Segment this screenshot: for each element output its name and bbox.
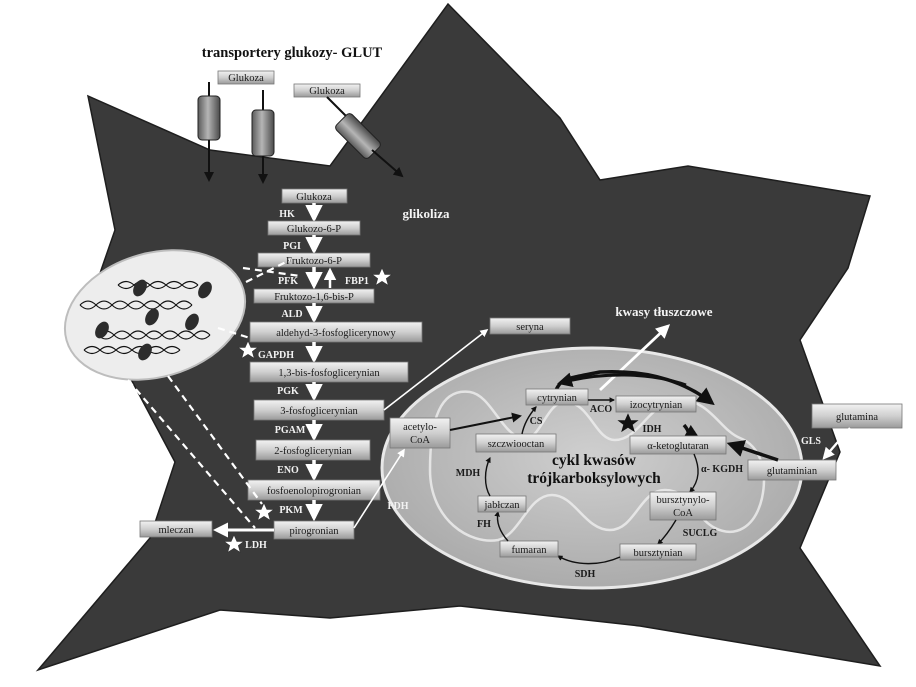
glutamine-pathway: glutamina GLS glutaminian [726,403,903,481]
histone-proteins [95,279,212,361]
bpg13-box [249,361,409,383]
enzyme-pgi: PGI [283,241,301,252]
f6p-label: Fruktozo-6-P [286,256,342,267]
enzyme-eno: ENO [277,465,299,476]
tca-title-line2: trójkarboksylowych [527,470,661,487]
glut-transporters: transportery glukozy- GLUT Glukoza Gluko… [197,45,404,184]
glut-channel-1 [197,95,221,141]
malate-box [477,495,527,513]
glukoza-out-2-label: Glukoza [309,86,345,97]
dna-strands [79,280,211,355]
enzyme-fh: FH [477,519,491,530]
glutamate-box [747,459,837,481]
nucleus-links [127,259,301,529]
isocitrate-label: izocytrynian [630,400,683,411]
glukoza-label: Glukoza [296,192,332,203]
star-gapdh [237,340,259,360]
acetyl-coa-label-2: CoA [410,435,430,446]
pep-label: fosfoenolopirogronian [267,486,362,497]
pg2-label: 2-fosfoglicerynian [274,446,352,457]
star-ldh [223,534,245,554]
citrate-box [525,388,589,406]
isocitrate-box [615,395,697,413]
enzyme-pdh: PDH [387,501,408,512]
enzyme-pgam: PGAM [275,425,306,436]
nucleus [63,249,247,381]
glut-channel-2 [251,109,275,157]
enzyme-cs: CS [530,416,543,427]
fumarate-label: fumaran [512,545,548,556]
glutamine-label: glutamina [836,412,878,423]
glut-title: transportery glukozy- GLUT [202,45,383,61]
oxaloacetate-box [475,433,557,453]
enzyme-ldh: LDH [245,540,267,551]
glutamine-box [811,403,903,429]
enzyme-ald: ALD [281,309,302,320]
acetyl-coa-label-1: acetylo- [403,422,437,433]
bpg13-label: 1,3-bis-fosfoglicerynian [278,368,380,379]
succinyl-coa-label-1: bursztynylo- [656,495,710,506]
fatty-acids-title: kwasy tłuszczowe [615,304,712,319]
star-idh [617,413,639,433]
star-fbp1 [371,267,393,287]
glukoza-out-1-box [217,70,275,85]
oxaloacetate-label: szczwiooctan [488,439,545,450]
acetyl-coa-box [389,417,451,449]
g3p-box [249,321,423,343]
enzyme-gls: GLS [801,436,821,447]
glukoza-out-1-label: Glukoza [228,73,264,84]
serine-box [489,317,571,335]
glutamate-label: glutaminian [767,466,818,477]
citrate-label: cytrynian [537,393,577,404]
glycolysis-title: glikoliza [403,206,450,221]
enzyme-hk: HK [279,209,295,220]
succinate-label: bursztynian [634,548,684,559]
lactate-box [139,520,213,538]
star-pkm [253,502,275,522]
enzyme-akgdh: α- KGDH [701,464,743,475]
enzyme-pfk: PFK [278,276,298,287]
enzyme-gapdh: GAPDH [258,350,294,361]
pyruvate-label: pirogronian [290,526,340,537]
lactate-label: mleczan [159,525,195,536]
akg-label: α-ketoglutaran [647,441,709,452]
enzyme-pkm: PKM [279,505,303,516]
akg-box [629,435,727,455]
succinyl-coa-box [649,491,717,521]
enzyme-sdh: SDH [575,569,596,580]
tca-title-line1: cykl kwasów [552,452,637,469]
serine-label: seryna [516,322,544,333]
f16bp-label: Fruktozo-1,6-bis-P [274,292,354,303]
enzyme-suclg: SUCLG [683,528,718,539]
enzyme-mdh: MDH [456,468,481,479]
succinate-box [619,543,697,561]
fumarate-box [499,540,559,558]
g3p-label: aldehyd-3-fosfoglicerynowy [276,328,396,339]
pg3-label: 3-fosfoglicerynian [280,406,358,417]
enzyme-pgk: PGK [277,386,299,397]
enzyme-fbp1: FBP1 [345,276,369,287]
enzyme-idh: IDH [643,424,662,435]
malate-label: jabłczan [484,500,521,511]
g6p-label: Glukozo-6-P [287,224,341,235]
succinyl-coa-label-2: CoA [673,508,693,519]
tca-cycle: cykl kwasów trójkarboksylowych cytrynian… [456,369,743,580]
enzyme-aco: ACO [590,404,612,415]
glycolysis-pathway: glikoliza Glukoza HK Glukozo-6-P PGI Fru… [139,188,450,554]
